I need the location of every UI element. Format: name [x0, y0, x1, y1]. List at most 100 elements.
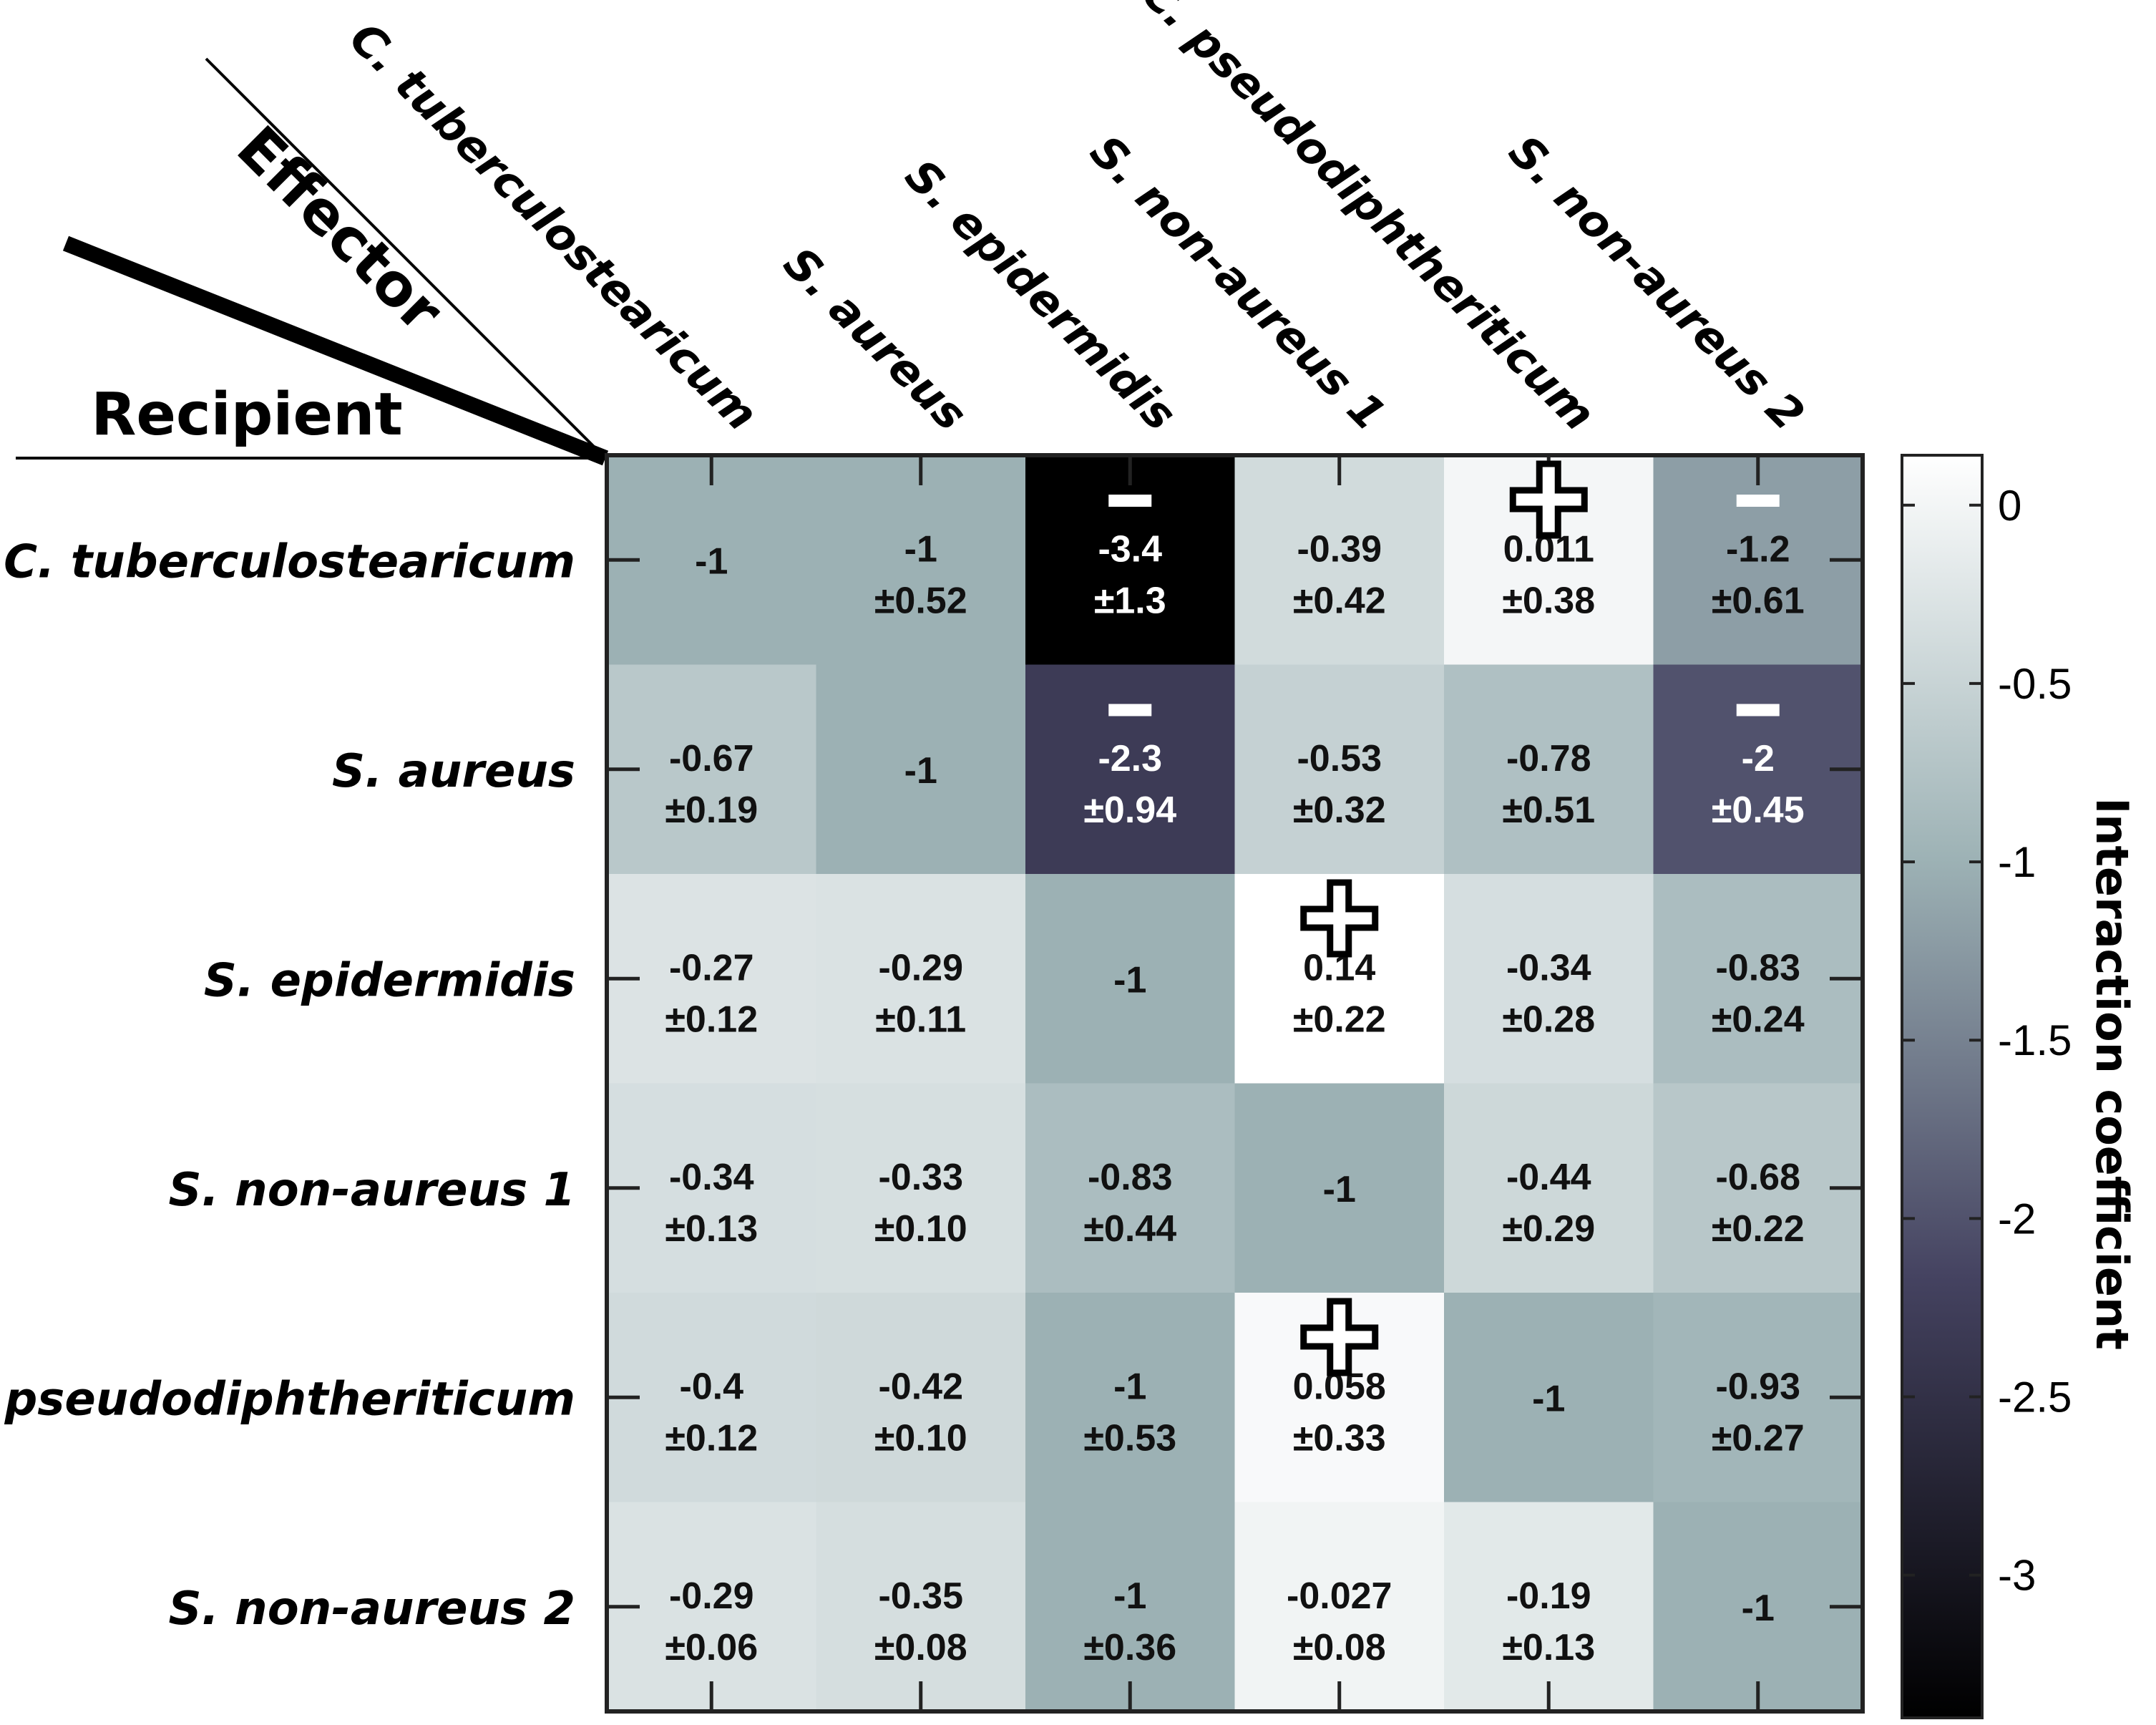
row-label-s-non-aureus-1: S. non-aureus 1: [168, 1164, 575, 1217]
heatmap-cell: [1653, 1083, 1863, 1293]
heatmap-cell: [1653, 664, 1863, 875]
colorbar: [1901, 454, 1984, 1719]
error-label: ±0.27: [1712, 1417, 1805, 1459]
heatmap-cell: [1444, 874, 1654, 1084]
error-label: ±0.22: [1293, 998, 1386, 1040]
error-label: ±0.52: [874, 580, 967, 621]
heatmap-cell: [607, 1293, 817, 1503]
heatmap-cell: [1025, 1293, 1236, 1503]
value-label: -1: [1113, 1575, 1146, 1617]
negative-sign-marker: [1736, 495, 1780, 507]
heatmap-cell: [607, 1083, 817, 1293]
recipient-axis-label: Recipient: [91, 381, 402, 449]
error-label: ±0.36: [1083, 1627, 1176, 1668]
error-label: ±0.08: [874, 1627, 967, 1668]
value-label: -1: [904, 750, 937, 792]
error-label: ±0.13: [665, 1208, 758, 1250]
error-label: ±0.22: [1712, 1208, 1805, 1250]
heatmap-cell: [1234, 664, 1445, 875]
error-label: ±1.3: [1094, 580, 1166, 621]
negative-sign-marker: [1736, 704, 1780, 716]
colorbar-label: Interaction coefficient: [2086, 797, 2138, 1350]
value-label: -0.53: [1297, 738, 1382, 779]
heatmap-cell: [1234, 455, 1445, 666]
value-label: -1.2: [1726, 528, 1790, 570]
value-label: -0.68: [1715, 1157, 1800, 1198]
row-label-s-non-aureus-2: S. non-aureus 2: [168, 1583, 575, 1636]
error-label: ±0.28: [1502, 998, 1595, 1040]
value-label: -3.4: [1098, 528, 1162, 570]
heatmap-cell: [1444, 1502, 1654, 1712]
positive-sign-marker: [1509, 460, 1588, 539]
heatmap-cell: [1653, 455, 1863, 666]
heatmap-frame: [605, 453, 1865, 1714]
colorbar-tick-label: 0: [1998, 482, 2021, 530]
error-label: ±0.32: [1293, 789, 1386, 831]
error-label: ±0.10: [874, 1417, 967, 1459]
heatmap-cell: [1444, 1293, 1654, 1503]
value-label: -1: [1532, 1378, 1565, 1419]
value-label: -0.29: [878, 947, 963, 988]
row-label-s-aureus: S. aureus: [332, 745, 575, 798]
row-label-c-pseudodiphtheriticum: C. pseudodiphtheriticum: [0, 1373, 575, 1426]
error-label: ±0.10: [874, 1208, 967, 1250]
error-label: ±0.45: [1712, 789, 1805, 831]
value-label: -0.42: [878, 1366, 963, 1407]
error-label: ±0.33: [1293, 1417, 1386, 1459]
value-label: -1: [1113, 1366, 1146, 1407]
heatmap-cell: [1025, 1502, 1236, 1712]
heatmap-cell: [816, 874, 1026, 1084]
value-label: -0.78: [1506, 738, 1591, 779]
heatmap-cell: [607, 664, 817, 875]
error-label: ±0.08: [1293, 1627, 1386, 1668]
corner-bold-line: [62, 235, 609, 466]
value-label: -1: [1742, 1588, 1775, 1629]
heatmap-cell: [1234, 1083, 1445, 1293]
value-label: -0.83: [1088, 1157, 1173, 1198]
colorbar-tick-label: -3: [1998, 1552, 2036, 1600]
heatmap-cell: [1234, 1502, 1445, 1712]
row-label-s-epidermidis: S. epidermidis: [204, 954, 575, 1007]
heatmap-cell: [1025, 664, 1236, 875]
row-label-c-tuberculostearicum: C. tuberculostearicum: [4, 535, 575, 588]
value-label: -0.027: [1287, 1575, 1392, 1617]
error-label: ±0.11: [875, 998, 966, 1040]
negative-sign-marker: [1108, 495, 1152, 507]
corner-thin-line: [205, 57, 607, 460]
heatmap-cell: [816, 455, 1026, 666]
value-label: -0.33: [878, 1157, 963, 1198]
error-label: ±0.12: [665, 998, 758, 1040]
column-label-s-aureus: S. aureus: [774, 237, 977, 441]
heatmap-cell: [1444, 1083, 1654, 1293]
value-label: -0.44: [1506, 1157, 1591, 1198]
heatmap-cell: [816, 1083, 1026, 1293]
heatmap-cell: [1653, 1502, 1863, 1712]
value-label: -0.27: [669, 947, 754, 988]
value-label: -0.93: [1715, 1366, 1800, 1407]
colorbar-tick-label: -1.5: [1998, 1016, 2072, 1064]
value-label: -2: [1742, 738, 1775, 779]
value-label: -0.34: [669, 1157, 754, 1198]
value-label: -0.39: [1297, 528, 1382, 570]
negative-sign-marker: [1108, 704, 1152, 716]
effector-axis-label: Effector: [224, 114, 456, 346]
heatmap-cell: [1025, 455, 1236, 666]
error-label: ±0.12: [665, 1417, 758, 1459]
colorbar-tick-label: -1: [1998, 838, 2036, 886]
error-label: ±0.06: [665, 1627, 758, 1668]
value-label: -0.29: [669, 1575, 754, 1617]
error-label: ±0.19: [665, 789, 758, 831]
heatmap-cell: [1653, 874, 1863, 1084]
heatmap-cell: [607, 455, 817, 666]
value-label: -0.19: [1506, 1575, 1591, 1617]
error-label: ±0.44: [1083, 1208, 1176, 1250]
heatmap-cell: [816, 664, 1026, 875]
error-label: ±0.42: [1293, 580, 1386, 621]
error-label: ±0.61: [1712, 580, 1805, 621]
heatmap-cell: [1025, 874, 1236, 1084]
heatmap-cell: [1025, 1083, 1236, 1293]
value-label: -2.3: [1098, 738, 1162, 779]
value-label: -1: [695, 540, 728, 582]
heatmap-cell: [1444, 664, 1654, 875]
